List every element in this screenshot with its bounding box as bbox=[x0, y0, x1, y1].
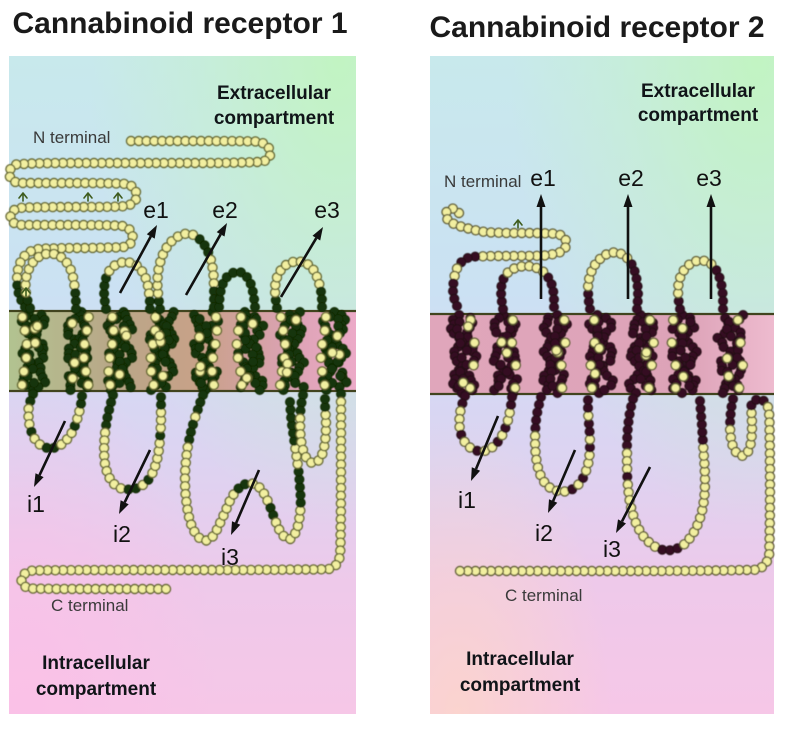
svg-text:Intracellular: Intracellular bbox=[42, 653, 150, 674]
svg-text:e1: e1 bbox=[143, 197, 169, 223]
svg-text:i1: i1 bbox=[27, 491, 45, 517]
svg-text:compartment: compartment bbox=[36, 679, 157, 700]
svg-text:C terminal: C terminal bbox=[505, 586, 582, 605]
svg-text:Extracellular: Extracellular bbox=[641, 81, 756, 102]
svg-text:i3: i3 bbox=[603, 536, 621, 562]
svg-text:N terminal: N terminal bbox=[33, 128, 110, 147]
svg-text:i1: i1 bbox=[458, 487, 476, 513]
svg-text:e3: e3 bbox=[696, 165, 722, 191]
svg-text:Cannabinoid receptor 2: Cannabinoid receptor 2 bbox=[429, 11, 764, 44]
svg-text:compartment: compartment bbox=[214, 108, 335, 129]
svg-text:compartment: compartment bbox=[460, 675, 581, 696]
svg-text:i2: i2 bbox=[113, 521, 131, 547]
svg-text:Cannabinoid receptor 1: Cannabinoid receptor 1 bbox=[12, 7, 347, 40]
svg-text:e2: e2 bbox=[212, 197, 238, 223]
svg-text:C terminal: C terminal bbox=[51, 596, 128, 615]
svg-text:compartment: compartment bbox=[638, 105, 759, 126]
svg-text:Intracellular: Intracellular bbox=[466, 649, 574, 670]
svg-text:e1: e1 bbox=[530, 165, 556, 191]
svg-text:Extracellular: Extracellular bbox=[217, 83, 332, 104]
svg-text:i3: i3 bbox=[221, 544, 239, 570]
svg-text:N terminal: N terminal bbox=[444, 172, 521, 191]
svg-text:i2: i2 bbox=[535, 520, 553, 546]
svg-text:e3: e3 bbox=[314, 197, 340, 223]
svg-text:e2: e2 bbox=[618, 165, 644, 191]
